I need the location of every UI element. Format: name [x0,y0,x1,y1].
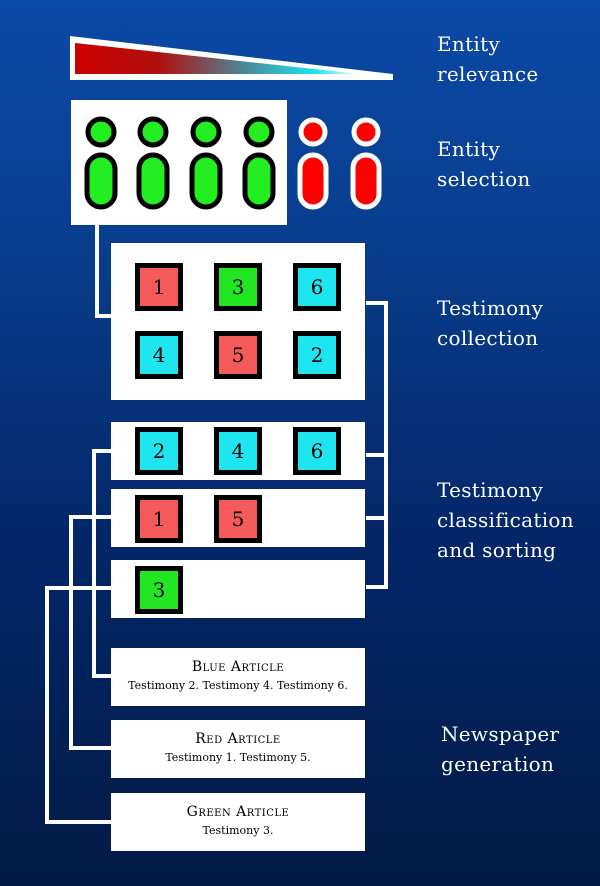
label-entity-relevance: Entity relevance [437,29,538,89]
entity-head [85,116,117,148]
entity-figure-green [84,116,118,210]
testimony-tile-4: 4 [214,427,262,475]
label-testimony-collection: Testimony collection [437,293,543,353]
entity-head [243,116,275,148]
entity-body [84,152,118,210]
label-line: Testimony [437,478,544,502]
label-entity-selection: Entity selection [437,134,531,194]
label-line: Newspaper [441,722,560,746]
entity-body [136,152,170,210]
article-text: Testimony 1. Testimony 5. [165,751,311,764]
testimony-tile-2: 2 [135,427,183,475]
entity-body [297,152,329,210]
entity-figure-red [350,117,382,210]
testimony-tile-5: 5 [214,331,262,379]
article-text: Testimony 2. Testimony 4. Testimony 6. [128,679,348,692]
entity-head [351,117,381,147]
entity-figure-green [242,116,276,210]
entity-body [242,152,276,210]
article-title: Red Article [195,731,281,747]
label-line: selection [437,167,531,191]
label-newspaper-generation: Newspaper generation [441,719,559,779]
entity-body [189,152,223,210]
entity-figure-red [297,117,329,210]
testimony-tile-4: 4 [135,331,183,379]
testimony-tile-3: 3 [214,263,262,311]
article-blue: Blue Article Testimony 2. Testimony 4. T… [111,648,365,706]
article-green: Green Article Testimony 3. [111,793,365,851]
entity-head [137,116,169,148]
testimony-tile-6: 6 [293,427,341,475]
entity-figure-green [136,116,170,210]
label-line: Entity [437,137,501,161]
article-red: Red Article Testimony 1. Testimony 5. [111,720,365,778]
label-line: Entity [437,32,501,56]
article-title: Green Article [186,804,290,820]
label-line: classification [437,508,574,532]
testimony-tile-3: 3 [135,566,183,614]
entity-figure-green [189,116,223,210]
testimony-tile-6: 6 [293,263,341,311]
label-line: relevance [437,62,539,86]
label-line: and sorting [437,538,557,562]
entity-head [190,116,222,148]
testimony-tile-2: 2 [293,331,341,379]
label-line: generation [441,752,555,776]
article-text: Testimony 3. [202,824,274,837]
label-line: collection [437,326,539,350]
article-title: Blue Article [191,659,285,675]
entity-head [298,117,328,147]
testimony-tile-5: 5 [214,495,262,543]
label-testimony-classification: Testimony classification and sorting [437,475,574,565]
testimony-tile-1: 1 [135,263,183,311]
testimony-tile-1: 1 [135,495,183,543]
label-line: Testimony [437,296,544,320]
entity-body [350,152,382,210]
